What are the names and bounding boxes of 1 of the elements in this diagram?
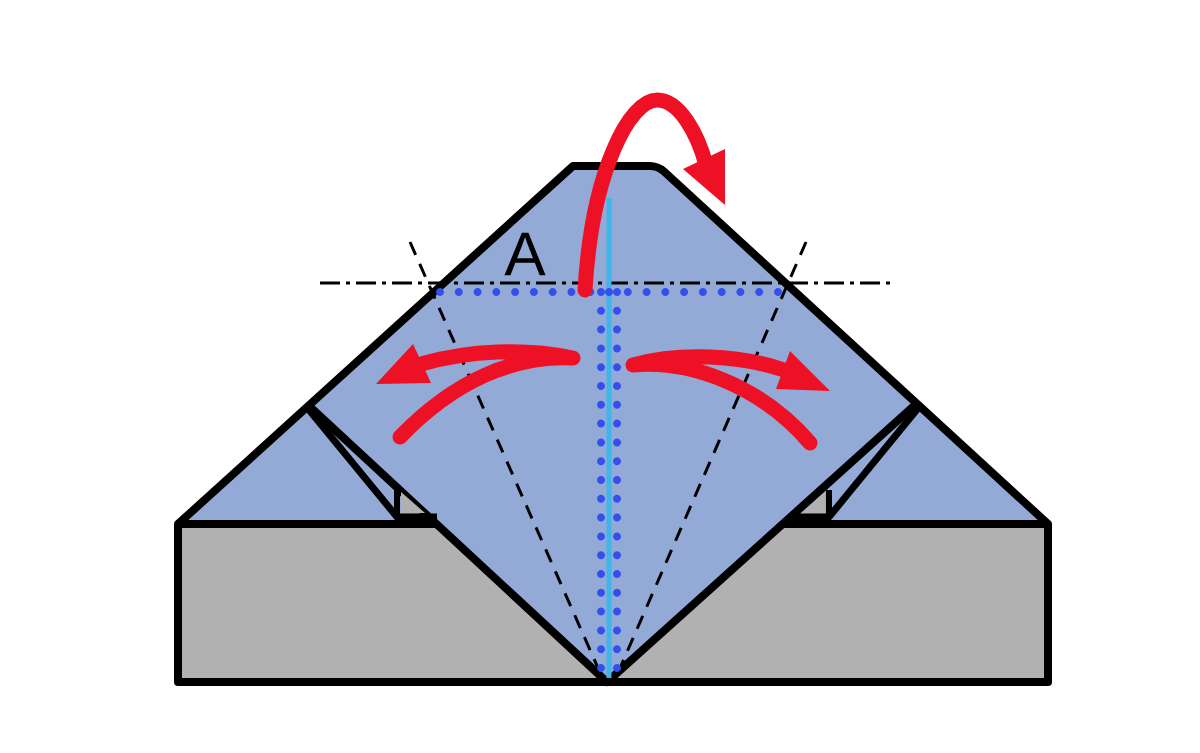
point-label: A [504, 232, 546, 276]
